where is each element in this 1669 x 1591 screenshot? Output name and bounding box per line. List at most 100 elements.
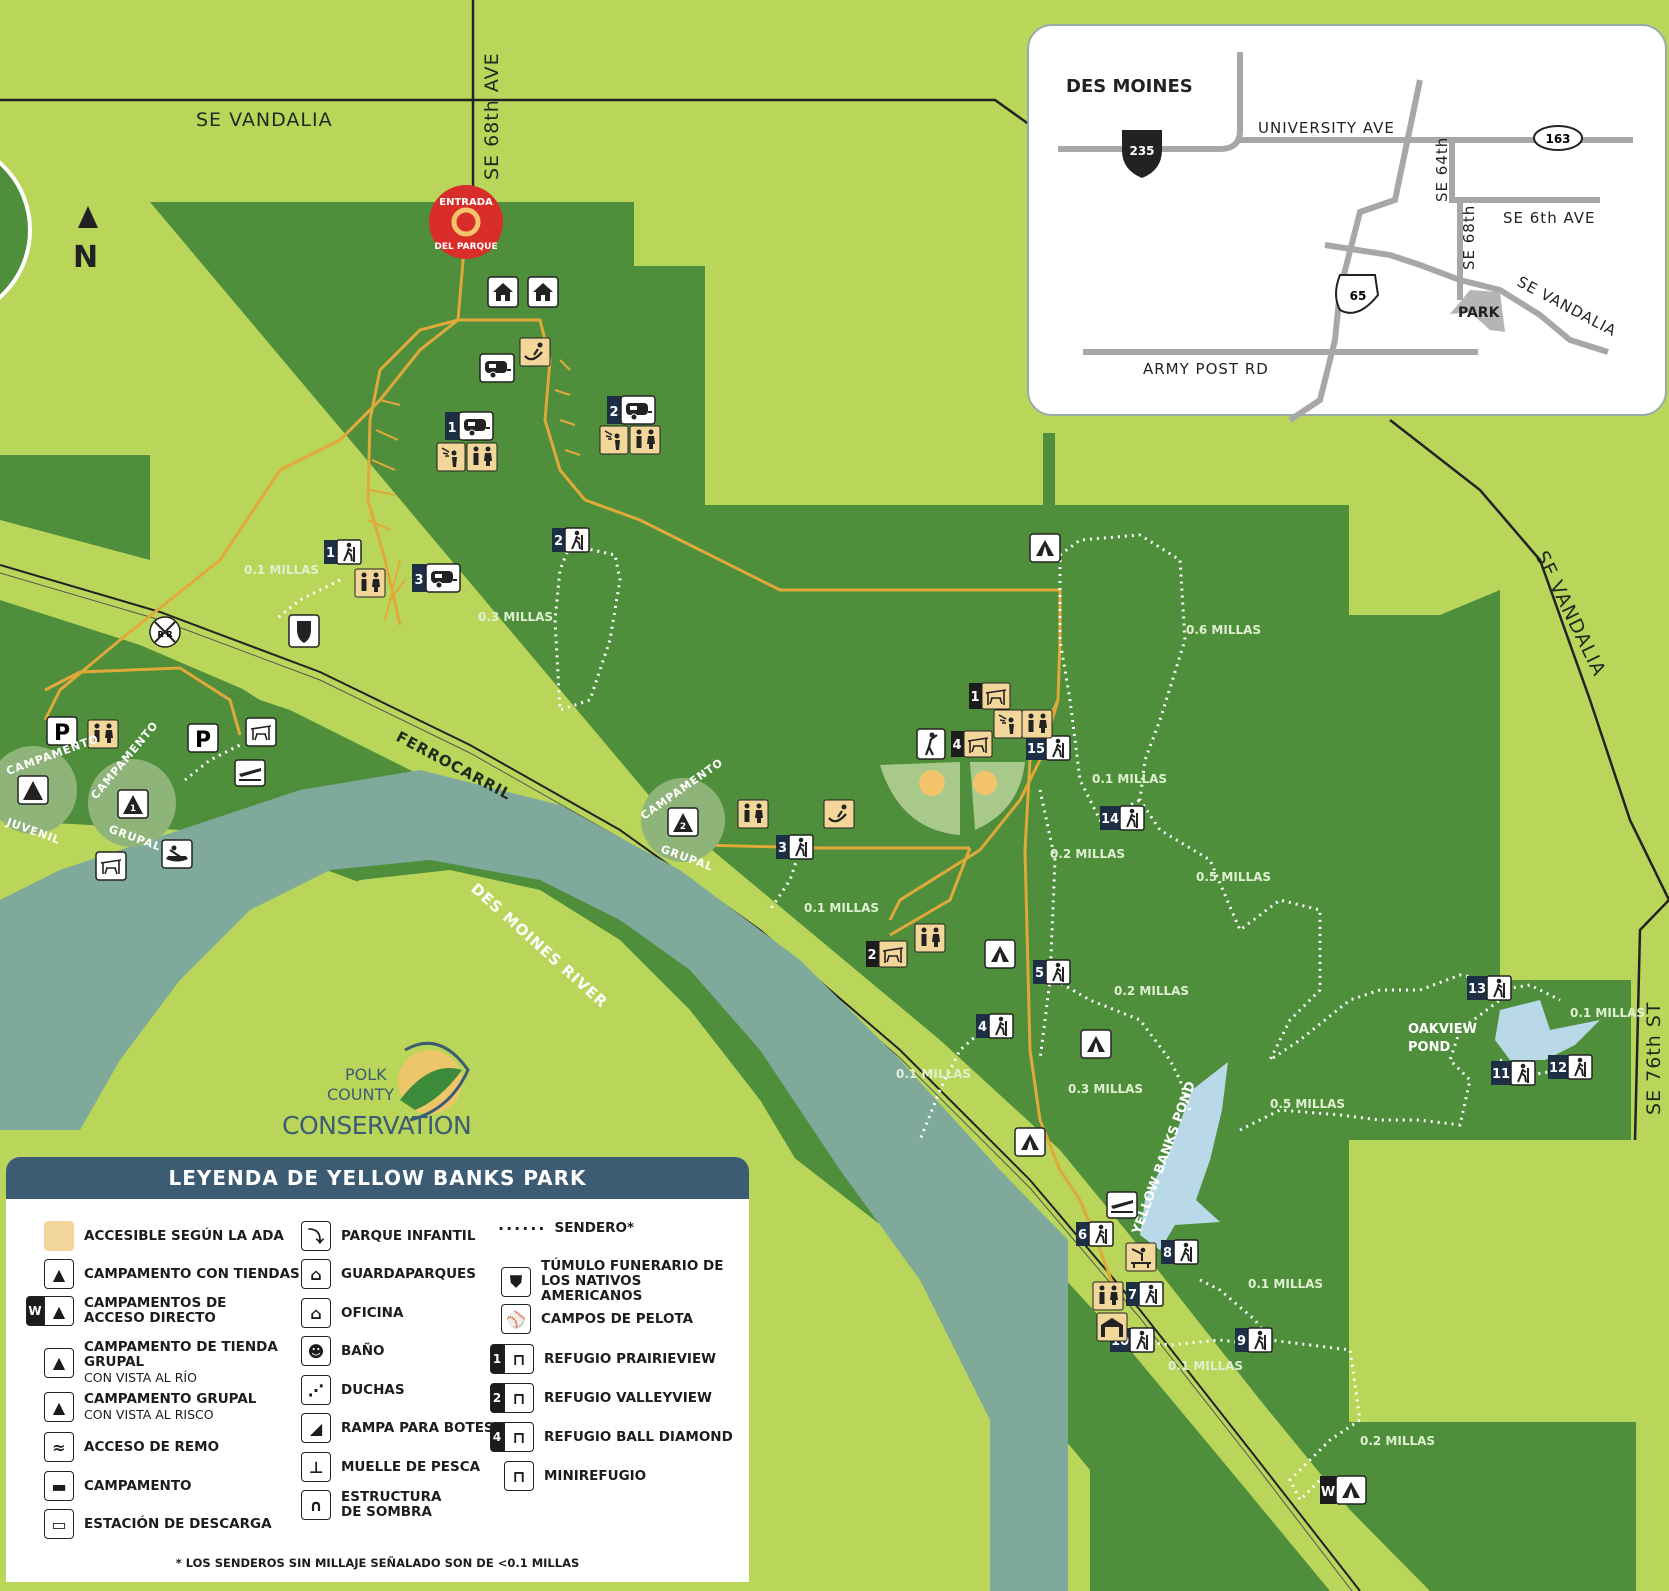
park-entrance[interactable]: ENTRADA DEL PARQUE	[429, 185, 503, 259]
playground-icon[interactable]	[518, 336, 552, 368]
entrance-ring	[451, 207, 481, 237]
campground-3-num-bg	[412, 564, 426, 592]
restroom-icon[interactable]	[914, 923, 946, 953]
office-icon[interactable]	[527, 276, 559, 308]
trailhead-4[interactable]: 4	[976, 1013, 1014, 1039]
road-se-76th	[1633, 899, 1669, 1141]
trailhead-13[interactable]: 13	[1467, 975, 1512, 1001]
campground-2[interactable]: 2	[607, 395, 656, 425]
tent-campsite-icon[interactable]	[984, 939, 1016, 969]
group-1-num: 1	[130, 804, 136, 814]
shield-icon	[1122, 130, 1162, 178]
shelter-4[interactable]: 4	[951, 730, 993, 758]
shower-icon[interactable]	[993, 709, 1023, 739]
inset-university: UNIVERSITY AVE	[1258, 119, 1395, 137]
trailhead-5[interactable]: 5	[1033, 959, 1071, 985]
restroom-icon[interactable]	[354, 568, 386, 598]
dist-3: 0.6 MILLAS	[1186, 623, 1261, 637]
hiker-icon	[988, 1013, 1014, 1039]
walk-in-campsite[interactable]: W	[1320, 1475, 1367, 1505]
trailhead-3[interactable]: 3	[776, 834, 814, 860]
hiker-icon	[1138, 1281, 1164, 1307]
mini-shelter-icon[interactable]	[245, 717, 277, 747]
tent-campsite-icon[interactable]	[1080, 1029, 1112, 1059]
trailhead-11[interactable]: 11	[1491, 1060, 1536, 1086]
legend-ballfields-label: CAMPOS DE PELOTA	[541, 1310, 694, 1327]
dist-15: 0.2 MILLAS	[1360, 1434, 1435, 1448]
trailhead-12[interactable]: 12	[1548, 1054, 1593, 1080]
polk-county-conservation-logo: POLK COUNTY CONSERVATION	[282, 1041, 472, 1140]
campground-1[interactable]: 1	[445, 411, 494, 441]
camper-icon	[458, 411, 494, 441]
legend-playground: ⤵ PARQUE INFANTIL	[301, 1221, 475, 1251]
boat-ramp-icon[interactable]	[1106, 1191, 1138, 1219]
shelter-1[interactable]: 1	[969, 682, 1011, 710]
parking-1[interactable]: P	[46, 716, 78, 746]
legend-group-tent-sub: CON VISTA AL RÍO	[84, 1370, 197, 1385]
shelter-1-num-bg	[969, 683, 982, 709]
group-tent-icon: ▲	[44, 1347, 74, 1378]
legend-trail: ······ SENDERO*	[498, 1221, 634, 1237]
group-campground-2[interactable]: CAMPAMENTO 2 GRUPAL	[638, 756, 725, 874]
legend-ball-diamond: 4 ⊓ REFUGIO BALL DIAMOND	[490, 1422, 733, 1452]
legend-boat-ramp: ◢ RAMPA PARA BOTES	[301, 1413, 494, 1443]
shelter-2-num-bg	[866, 941, 879, 967]
restroom-icon[interactable]	[1092, 1281, 1124, 1311]
ball-field-icon[interactable]	[915, 727, 947, 761]
parking-2[interactable]: P	[187, 723, 219, 753]
legend-office: ⌂ OFICINA	[301, 1298, 403, 1328]
trailhead-2[interactable]: 2	[552, 527, 590, 553]
legend-ada-label: ACCESIBLE SEGÚN LA ADA	[84, 1227, 284, 1244]
shelter-icon: ⊓	[504, 1344, 534, 1374]
mini-shelter-icon: ⊓	[504, 1461, 534, 1491]
tent-campsite-icon[interactable]	[1014, 1127, 1046, 1157]
trailhead-9[interactable]: 9	[1235, 1327, 1273, 1353]
restroom-icon[interactable]	[466, 442, 498, 472]
mini-shelter-icon[interactable]	[95, 851, 127, 881]
location-inset-map: DES MOINES UNIVERSITY AVE SE 64th SE 68t…	[1027, 24, 1667, 423]
trailhead-number: 8	[1163, 1246, 1172, 1261]
railroad-corridor	[0, 520, 1430, 1591]
legend-walkin-label: CAMPAMENTOS DE ACCESO DIRECTO	[84, 1295, 227, 1326]
campground-3[interactable]: 3	[412, 563, 461, 593]
shower-icon[interactable]	[436, 442, 466, 472]
boat-ramp-icon[interactable]	[234, 759, 266, 787]
restroom-icon: ☻	[301, 1336, 331, 1366]
shelter-2[interactable]: 2	[866, 940, 908, 968]
burial-mound-icon[interactable]	[288, 614, 320, 648]
fishing-pier-icon[interactable]	[1125, 1242, 1157, 1272]
restroom-icon[interactable]	[1021, 709, 1053, 739]
ranger-icon[interactable]	[487, 276, 519, 308]
restroom-icon[interactable]	[737, 799, 769, 829]
legend-boat-ramp-label: RAMPA PARA BOTES	[341, 1419, 494, 1436]
trailhead-7[interactable]: 7	[1126, 1281, 1164, 1307]
shade-structure-icon: ∩	[301, 1490, 331, 1520]
trailhead-15[interactable]: 15	[1026, 735, 1071, 761]
paddle-access-icon[interactable]	[161, 839, 193, 869]
inset-se68th: SE 68th	[1460, 205, 1478, 270]
trailhead-number: 5	[1035, 966, 1044, 981]
trailhead-6[interactable]: 6	[1076, 1221, 1114, 1247]
legend-walkin: W ▲ CAMPAMENTOS DE ACCESO DIRECTO	[26, 1296, 286, 1326]
trailhead-1[interactable]: 1	[324, 539, 362, 565]
entrance-label-2: DEL PARQUE	[434, 242, 497, 252]
restroom-icon[interactable]	[629, 425, 661, 455]
yellow-banks-pond	[1140, 1062, 1228, 1250]
trailhead-num-bg	[1161, 1240, 1174, 1264]
shower-icon[interactable]	[599, 425, 629, 455]
trailhead-8[interactable]: 8	[1161, 1239, 1199, 1265]
hiker-icon	[1119, 805, 1145, 831]
label-se-76th: SE 76th ST	[1643, 1002, 1665, 1115]
tent-icon	[123, 795, 143, 814]
trailhead-num-bg	[1548, 1055, 1568, 1079]
park-area-east	[1349, 590, 1500, 980]
shade-structure-icon[interactable]	[1096, 1312, 1128, 1342]
inset-se6th: SE 6th AVE	[1503, 209, 1596, 227]
playground-icon[interactable]	[822, 798, 856, 830]
trailhead-14[interactable]: 14	[1100, 805, 1145, 831]
trailhead-num-bg	[1491, 1061, 1511, 1085]
tent-campsite-icon[interactable]	[1029, 533, 1061, 563]
dump-station-icon[interactable]	[479, 353, 515, 383]
dist-12: 0.1 MILLAS	[1570, 1006, 1645, 1020]
